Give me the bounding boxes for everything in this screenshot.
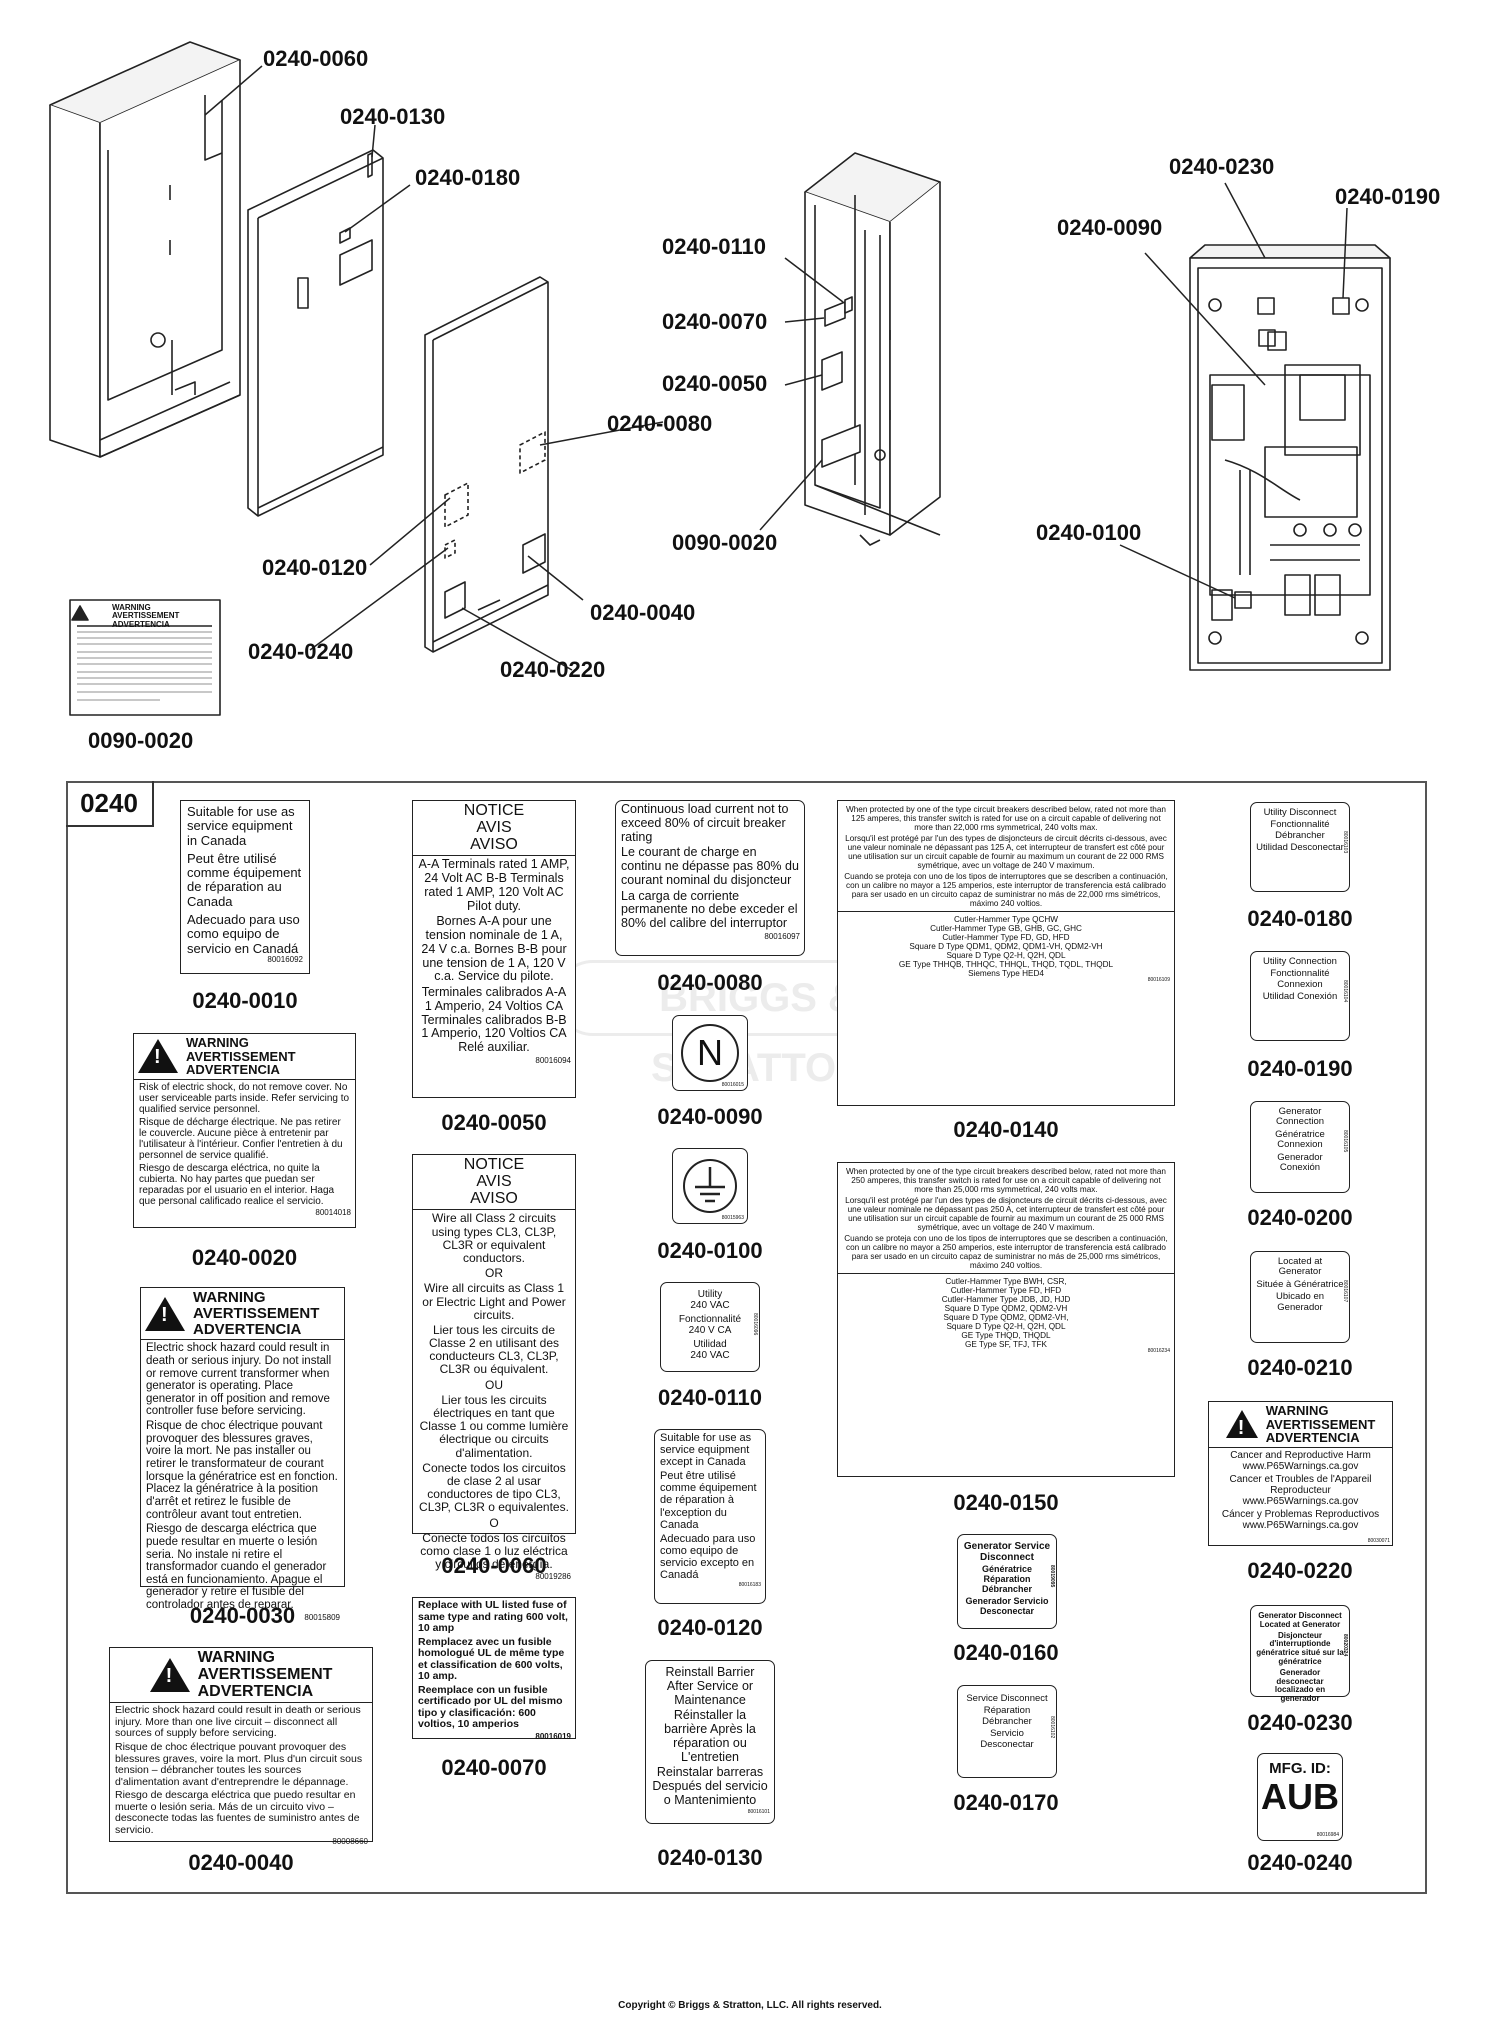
enclosure-2 [804, 152, 941, 546]
label-0240-0210: Located at Generator Située à Génératric… [1250, 1251, 1350, 1343]
warning-triangle-icon [149, 1658, 190, 1693]
pn-0240-0200: 0240-0200 [1247, 1205, 1353, 1230]
pn-0240-0170: 0240-0170 [953, 1790, 1059, 1815]
pn-0240-0120: 0240-0120 [657, 1615, 763, 1640]
label-0240-0130: Reinstall Barrier After Service or Maint… [645, 1660, 775, 1824]
open-panel [1189, 244, 1391, 671]
pn-0240-0110: 0240-0110 [658, 1385, 762, 1410]
callout-0240-0050: 0240-0050 [662, 371, 768, 396]
pn-0240-0070: 0240-0070 [441, 1755, 547, 1780]
pn-0240-0090: 0240-0090 [657, 1104, 763, 1129]
pn-0240-0180: 0240-0180 [1247, 906, 1353, 931]
callout-0240-0220: 0240-0220 [500, 657, 606, 682]
label-0240-0120: Suitable for use as service equipment ex… [654, 1429, 766, 1604]
label-0240-0070: Replace with UL listed fuse of same type… [412, 1597, 576, 1741]
callout-loose-0090-0020: 0090-0020 [88, 728, 194, 753]
enclosure-1 [49, 41, 241, 458]
pn-0240-0060: 0240-0060 [441, 1553, 547, 1578]
label-0240-0010: Suitable for use as service equipment in… [180, 800, 310, 974]
door-panel [247, 149, 384, 517]
decal-kit-frame [66, 781, 1427, 1894]
pn-0240-0140: 0240-0140 [953, 1117, 1059, 1142]
warning-triangle-icon [1225, 1410, 1258, 1439]
callout-0240-0230: 0240-0230 [1169, 154, 1275, 179]
loose-warning-label [69, 599, 221, 716]
callout-0240-0180: 0240-0180 [415, 165, 521, 190]
pn-0240-0220: 0240-0220 [1247, 1558, 1353, 1583]
exploded-view-artwork [49, 41, 1391, 716]
callout-0240-0120: 0240-0120 [262, 555, 368, 580]
callout-0240-0070: 0240-0070 [662, 309, 768, 334]
pn-0240-0030: 0240-0030 [189, 1603, 296, 1628]
callout-0240-0240: 0240-0240 [248, 639, 354, 664]
pn-0240-0020: 0240-0020 [191, 1245, 298, 1270]
callout-0240-0090: 0240-0090 [1057, 215, 1163, 240]
pn-0240-0230: 0240-0230 [1247, 1710, 1353, 1735]
pn-0240-0130: 0240-0130 [657, 1845, 763, 1870]
label-0240-0240: MFG. ID: AUB 80016984 [1257, 1753, 1343, 1841]
label-0240-0170: Service Disconnect Réparation Débrancher… [957, 1685, 1057, 1778]
label-0240-0080: Continuous load current not to exceed 80… [615, 800, 805, 956]
pn-0240-0190: 0240-0190 [1247, 1056, 1353, 1081]
pn-0240-0210: 0240-0210 [1247, 1355, 1353, 1380]
callout-0240-0040: 0240-0040 [590, 600, 696, 625]
warning-triangle-icon [145, 1296, 185, 1331]
label-0240-0190: Utility Connection Fonctionnalité Connex… [1250, 951, 1350, 1041]
callout-0240-0110: 0240-0110 [662, 234, 766, 259]
label-0240-0150: When protected by one of the type circui… [837, 1162, 1175, 1477]
pn-0240-0240: 0240-0240 [1247, 1850, 1353, 1875]
kit-id-box: 0240 [66, 781, 154, 827]
warning-triangle-icon [138, 1039, 178, 1074]
pn-0240-0160: 0240-0160 [953, 1640, 1059, 1665]
pn-0240-0080: 0240-0080 [657, 970, 763, 995]
pn-0240-0010: 0240-0010 [192, 988, 298, 1013]
pn-0240-0150: 0240-0150 [953, 1490, 1059, 1515]
label-0240-0090: N 80016015 [672, 1015, 748, 1091]
callout-0240-0080: 0240-0080 [607, 411, 713, 436]
callout-0240-0130: 0240-0130 [340, 104, 446, 129]
label-0240-0200: Generator Connection Génératrice Connexi… [1250, 1101, 1350, 1193]
copyright-footer: Copyright © Briggs & Stratton, LLC. All … [618, 2000, 882, 2011]
label-0240-0140: When protected by one of the type circui… [837, 800, 1175, 1106]
pn-0240-0040: 0240-0040 [188, 1850, 294, 1875]
label-0240-0230: Generator Disconnect Located at Generato… [1250, 1605, 1350, 1703]
callout-0240-0100: 0240-0100 [1036, 520, 1142, 545]
callout-0090-0020: 0090-0020 [672, 530, 778, 555]
neutral-symbol-icon: N [681, 1024, 739, 1082]
label-0240-0180: Utility Disconnect Fonctionnalité Débran… [1250, 802, 1350, 892]
pn-0240-0050: 0240-0050 [441, 1110, 547, 1135]
deadfront-panel [424, 276, 549, 653]
callout-0240-0190: 0240-0190 [1335, 184, 1441, 209]
callout-0240-0060: 0240-0060 [263, 46, 369, 71]
label-0240-0160: Generator Service Disconnect Génératrice… [957, 1534, 1057, 1629]
pn-0240-0100: 0240-0100 [657, 1238, 763, 1263]
label-0240-0100: 80015963 [672, 1148, 748, 1224]
ground-symbol-icon [683, 1159, 737, 1213]
